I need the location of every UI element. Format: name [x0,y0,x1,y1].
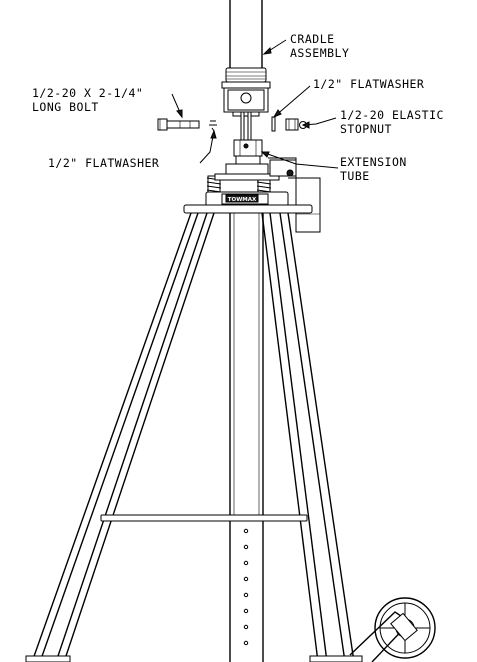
callout-long-bolt: 1/2-20 X 2-1/4" LONG BOLT [32,86,143,114]
svg-text:TOWMAX: TOWMAX [228,197,257,203]
elastic-stopnut [285,118,307,131]
callout-stopnut-line1: 1/2-20 ELASTIC [340,108,444,122]
leg-left [31,212,215,662]
callout-flatwasher-right: 1/2" FLATWASHER [313,77,424,91]
center-post [229,213,264,662]
callout-bolt-line1: 1/2-20 X 2-1/4" [32,86,143,100]
callout-flatwasher-left: 1/2" FLATWASHER [48,156,159,170]
callout-bolt-line2: LONG BOLT [32,100,99,114]
flatwasher-right [271,116,276,132]
callout-flatwasher-right-text: 1/2" FLATWASHER [313,77,424,91]
leg-mount-disc [183,204,313,214]
callout-flatwasher-left-text: 1/2" FLATWASHER [48,156,159,170]
callout-extension-line2: TUBE [340,169,370,183]
long-bolt [157,118,200,131]
callout-cradle-assembly: CRADLE ASSEMBLY [290,32,349,60]
cradle-tube [229,0,263,72]
callout-stopnut-line2: STOPNUT [340,122,392,136]
leg-feet [25,655,363,662]
post-adjustment-holes [243,528,249,646]
callout-cradle-line2: ASSEMBLY [290,46,349,60]
side-bracket [286,169,321,233]
cross-brace [100,514,308,522]
leader-lines [171,39,339,169]
callout-extension-tube: EXTENSION TUBE [340,155,407,183]
callout-elastic-stopnut: 1/2-20 ELASTIC STOPNUT [340,108,444,136]
callout-cradle-line1: CRADLE [290,32,335,46]
cradle-bracket [223,88,269,143]
flatwasher-left [209,120,217,132]
caster-wheel [349,597,436,662]
leg-right [261,212,355,662]
cradle-collar [221,67,271,89]
callout-extension-line1: EXTENSION [340,155,407,169]
towmax-logo: TOWMAX [225,194,259,203]
